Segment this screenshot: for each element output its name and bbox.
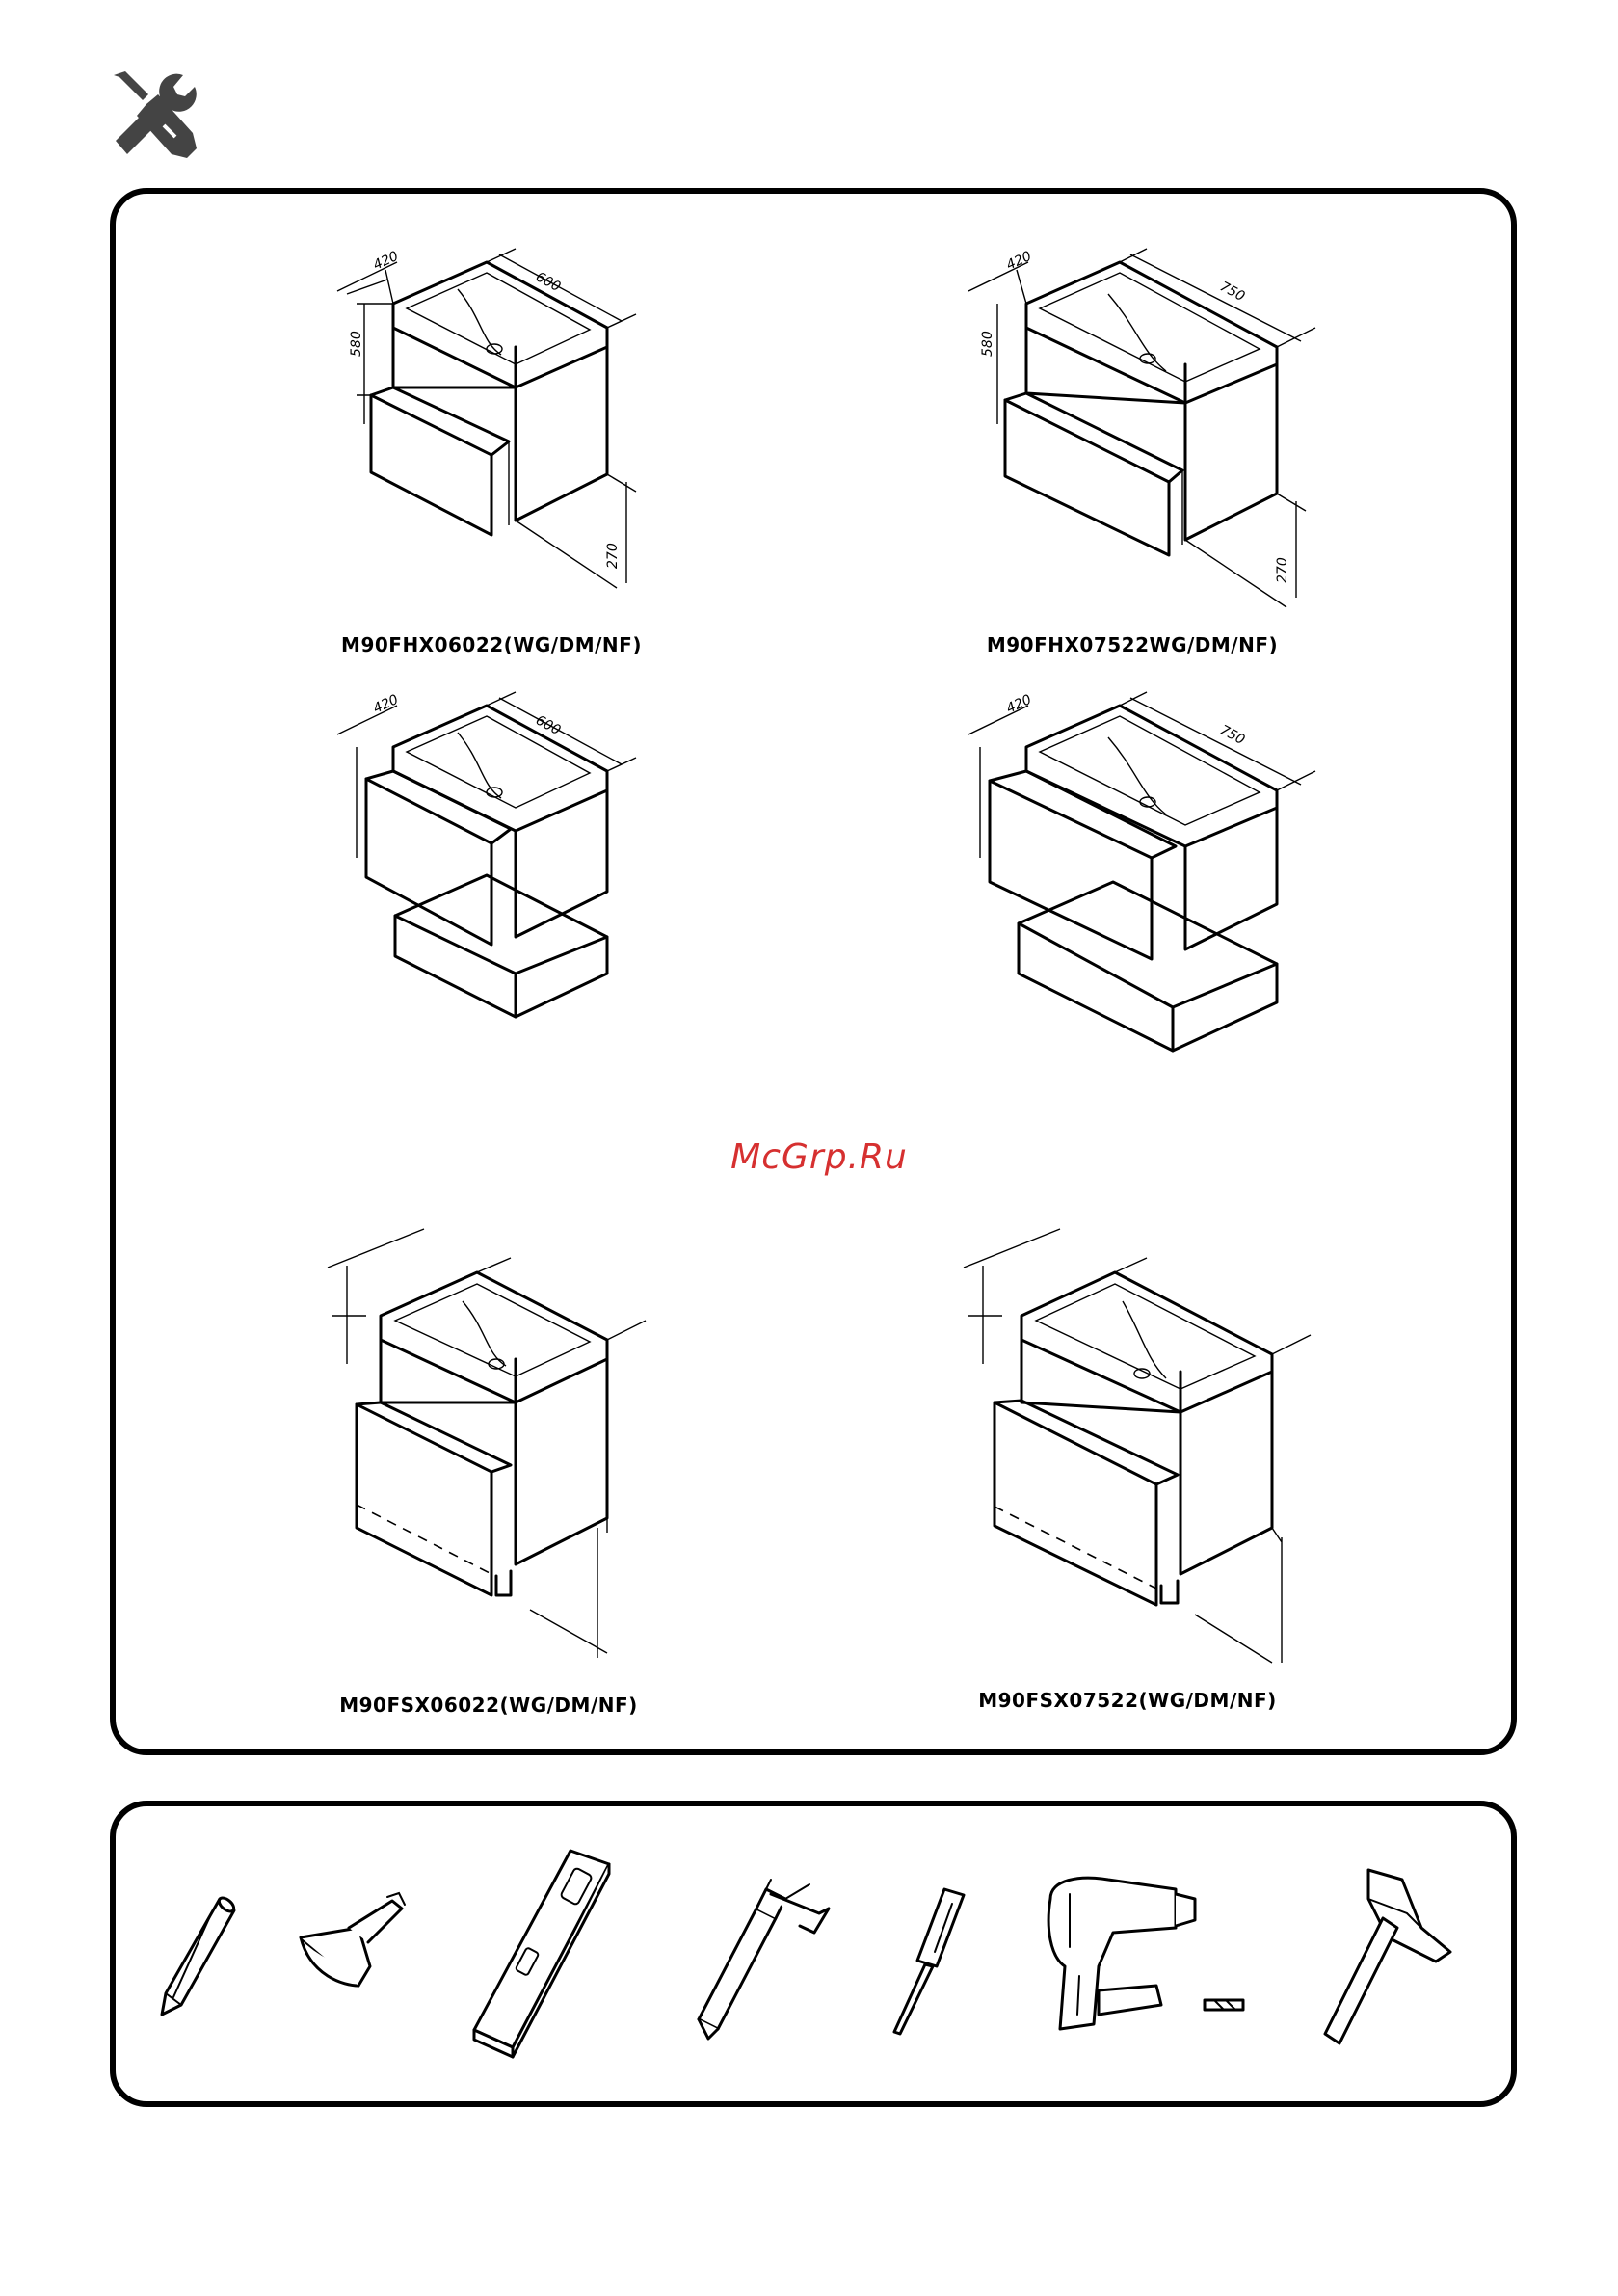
model-label-1: M90FHX06022(WG/DM/NF) [341,633,642,656]
svg-text:420: 420 [371,249,401,274]
pencil-icon [152,1889,239,2024]
tools-icon [104,66,200,162]
model-label-6: M90FSX07522(WG/DM/NF) [978,1689,1277,1712]
caulking-gun-icon [675,1870,838,2043]
cabinet-drawing-2: 580 420 750 270 [968,241,1354,607]
cabinet-drawing-1: 580 420 600 270 [337,241,655,607]
svg-text:580: 580 [349,331,364,357]
screwdriver-icon [877,1880,983,2043]
hammer-icon [1311,1860,1484,2053]
cabinet-drawing-6 [964,1219,1330,1682]
watermark: McGrp.Ru [730,1137,908,1177]
cabinet-drawing-5 [328,1219,675,1682]
model-label-5: M90FSX06022(WG/DM/NF) [339,1694,638,1717]
svg-text:420: 420 [371,692,401,717]
svg-text:270: 270 [1275,557,1290,583]
drill-icon [1041,1870,1243,2043]
svg-text:420: 420 [1004,692,1034,717]
model-label-2: M90FHX07522WG/DM/NF) [987,633,1278,656]
svg-text:420: 420 [1004,249,1034,274]
svg-text:580: 580 [980,331,995,357]
spirit-level-icon [463,1841,626,2063]
svg-text:270: 270 [605,543,621,569]
cabinet-drawing-4: 420 750 [968,684,1354,1070]
cabinet-drawing-3: 420 600 [337,684,655,1051]
tape-measure-icon [291,1889,416,2005]
